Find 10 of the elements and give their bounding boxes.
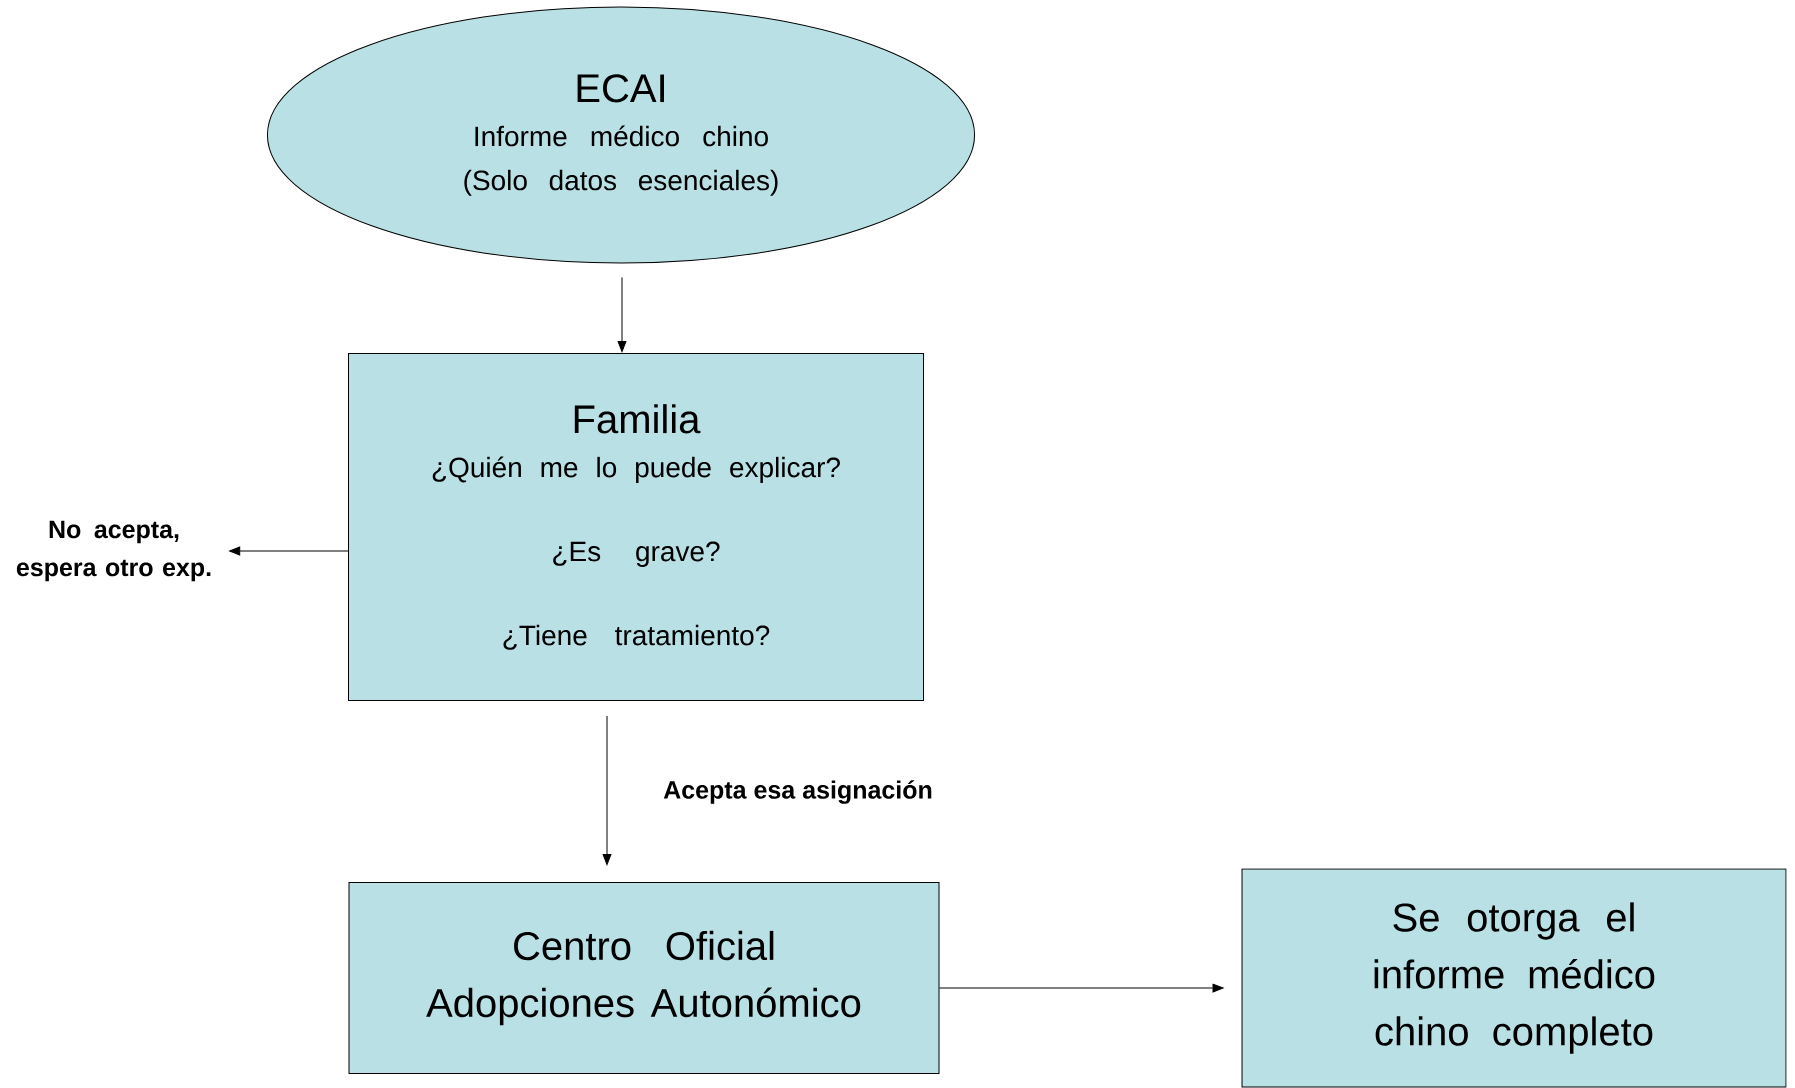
arrow <box>939 983 1224 993</box>
ellipse-node: ECAI Informe médico chino (Solo datos esenciales) <box>266 6 976 264</box>
arrow <box>617 277 627 353</box>
process-box: Familia ¿Quién me lo puede explicar? ¿Es grave? ¿Tiene tratamiento? <box>348 353 924 701</box>
arrow <box>602 715 612 866</box>
result-box: Se otorga el informe médico chino completo <box>1241 868 1787 1088</box>
arrow <box>229 546 349 556</box>
edge-label: Acepta esa asignación <box>661 778 935 806</box>
outcome-label: No acepta, espera otro exp. <box>16 520 211 582</box>
process-box: Centro Oficial Adopciones Autonómico <box>348 882 940 1074</box>
